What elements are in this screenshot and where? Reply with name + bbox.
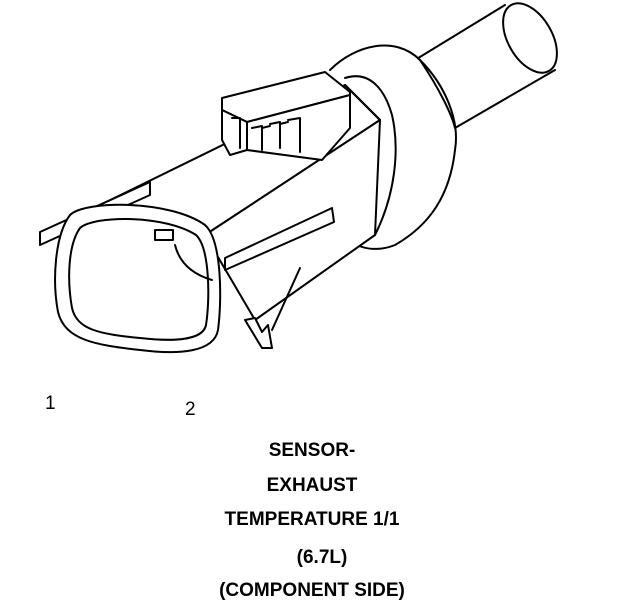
caption-line-3: TEMPERATURE 1/1 bbox=[224, 509, 400, 530]
cable bbox=[414, 2, 558, 129]
pin-2-label: 2 bbox=[185, 399, 196, 420]
caption-line-2: EXHAUST bbox=[266, 475, 358, 496]
right-rail bbox=[224, 207, 335, 271]
caption-line-4: (6.7L) bbox=[296, 547, 348, 568]
locking-latch bbox=[221, 71, 351, 161]
caption-line-5: (COMPONENT SIDE) bbox=[219, 580, 405, 601]
pin-1-label: 1 bbox=[45, 393, 56, 414]
bottom-hook bbox=[244, 267, 301, 349]
connector-face bbox=[54, 203, 222, 354]
caption-line-1: SENSOR- bbox=[268, 440, 356, 461]
